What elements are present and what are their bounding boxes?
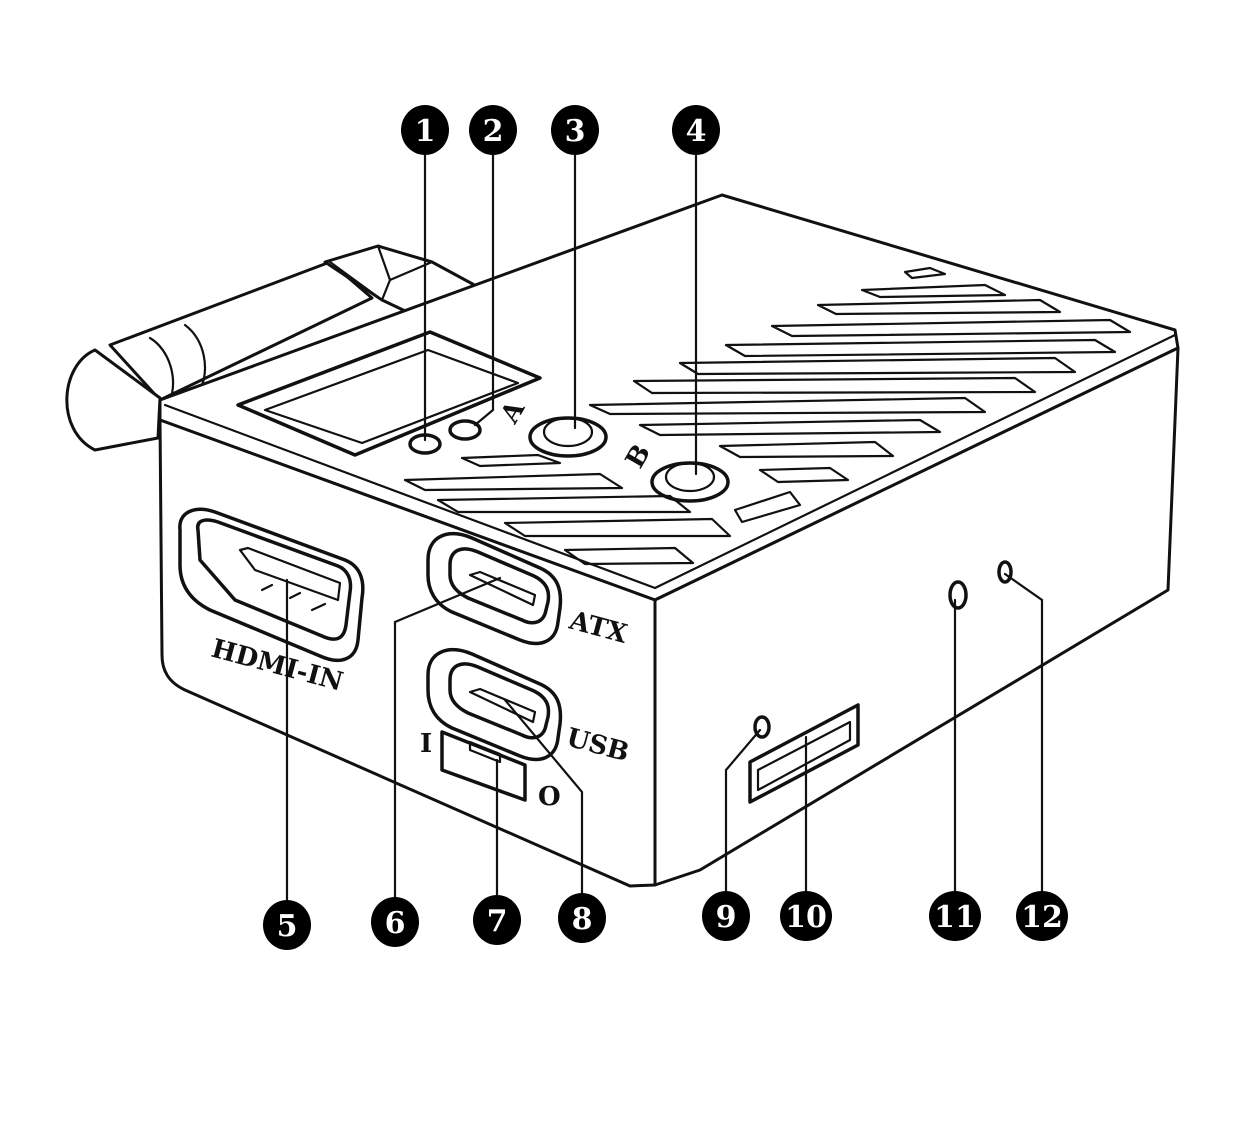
vent-slots — [403, 266, 1132, 566]
callout-6: 6 — [371, 897, 419, 947]
callout-9-number: 9 — [716, 900, 737, 935]
callout-5: 5 — [263, 900, 311, 950]
leader-lines — [285, 148, 1044, 907]
callout-2: 2 — [469, 105, 517, 155]
callout-12-number: 12 — [1021, 900, 1063, 935]
callout-3-number: 3 — [565, 114, 586, 149]
callout-5-number: 5 — [277, 909, 298, 944]
callout-8: 8 — [558, 893, 606, 943]
display-window — [236, 330, 542, 457]
switch-o-label: O — [538, 782, 561, 812]
callout-6-number: 6 — [385, 906, 406, 941]
callout-7: 7 — [473, 895, 521, 945]
callout-8-number: 8 — [572, 902, 593, 937]
callout-10-number: 10 — [785, 900, 827, 935]
hdmi-in-port[interactable] — [178, 507, 365, 662]
callout-10: 10 — [780, 891, 832, 941]
callout-7-number: 7 — [487, 904, 508, 939]
callout-11: 11 — [929, 891, 981, 941]
led-2 — [448, 419, 482, 441]
button-a[interactable] — [528, 416, 608, 458]
callout-1-number: 1 — [415, 114, 436, 149]
button-b[interactable] — [650, 461, 730, 503]
switch-i-label: I — [420, 729, 432, 759]
callout-1: 1 — [401, 105, 449, 155]
side-hole-12 — [997, 560, 1013, 584]
side-hole-11 — [948, 580, 968, 610]
callout-4-number: 4 — [686, 114, 707, 149]
callout-9: 9 — [702, 891, 750, 941]
usb-port[interactable] — [426, 648, 563, 762]
callout-4: 4 — [672, 105, 720, 155]
side-hole-9 — [753, 715, 771, 739]
callout-11-number: 11 — [934, 900, 976, 935]
sd-card-slot[interactable] — [748, 703, 860, 804]
callout-12: 12 — [1016, 891, 1068, 941]
callout-2-number: 2 — [483, 114, 504, 149]
callout-3: 3 — [551, 105, 599, 155]
power-switch[interactable] — [440, 730, 527, 802]
